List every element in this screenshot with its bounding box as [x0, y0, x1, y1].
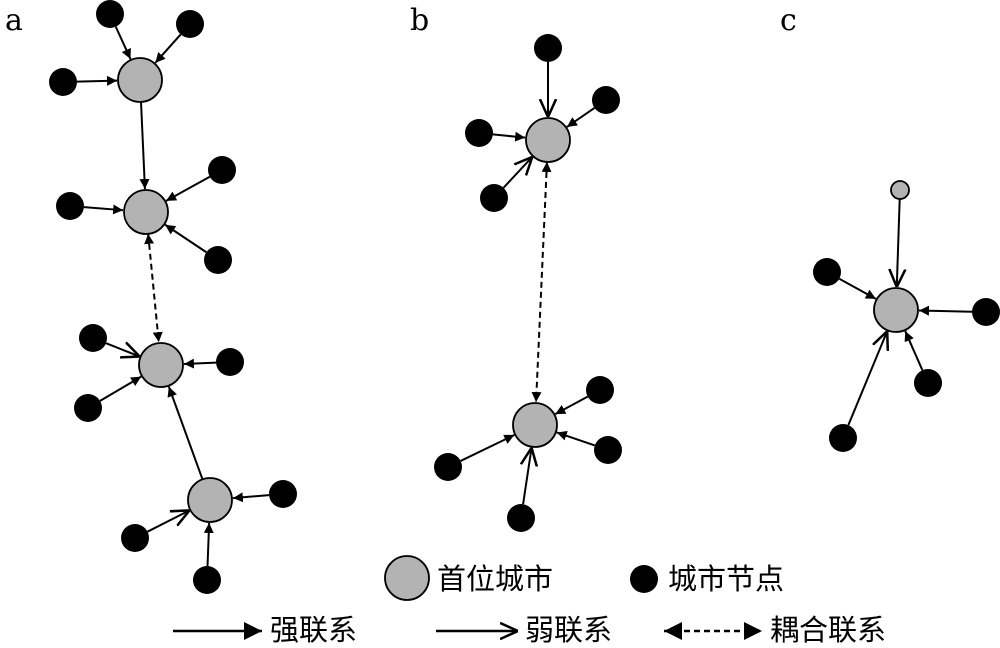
- city-node: [829, 424, 857, 452]
- nodes-layer: [49, 0, 1000, 594]
- legend-primary-city-symbol: [384, 555, 430, 601]
- city-node: [121, 524, 149, 552]
- primary-city: [187, 477, 233, 523]
- city-node: [74, 394, 102, 422]
- panel-label-c: c: [780, 3, 797, 38]
- legend-city-node-label: 城市节点: [668, 562, 785, 596]
- weak-link-edge: [897, 198, 900, 287]
- strong-link-edge: [164, 223, 207, 254]
- legend-coupling-link-label: 耦合联系: [770, 613, 887, 647]
- strong-link-edge: [83, 204, 124, 215]
- city-node: [269, 480, 297, 508]
- coupling-link-edge: [144, 233, 163, 343]
- city-node: [813, 258, 841, 286]
- city-node: [216, 348, 244, 376]
- edges-layer: [76, 26, 973, 567]
- city-node: [79, 324, 107, 352]
- city-node: [49, 68, 77, 96]
- legend-primary-city-label: 首位城市: [437, 562, 554, 596]
- strong-link-edge: [183, 358, 217, 369]
- city-node: [594, 436, 622, 464]
- legend-weak-link-label: 弱联系: [525, 613, 613, 647]
- panel-label-a: a: [5, 3, 23, 38]
- strong-link-edge: [76, 75, 118, 86]
- strong-link-edge: [492, 131, 526, 142]
- city-node: [914, 369, 942, 397]
- city-node: [208, 156, 236, 184]
- city-node: [534, 34, 562, 62]
- legend-city-node-symbol: [630, 565, 658, 593]
- city-node: [465, 119, 493, 147]
- weak-link-edge: [147, 510, 189, 533]
- city-node: [176, 10, 204, 38]
- city-node: [56, 192, 84, 220]
- strong-link-edge: [918, 305, 973, 316]
- primary-city: [525, 117, 571, 163]
- strong-link-edge: [99, 375, 142, 402]
- panel-label-b: b: [410, 3, 430, 38]
- primary-city: [117, 57, 163, 103]
- legend-symbols: [173, 555, 762, 640]
- city-node: [507, 504, 535, 532]
- city-node: [204, 246, 232, 274]
- city-node: [96, 0, 124, 28]
- strong-link-edge: [838, 277, 877, 300]
- city-node: [586, 376, 614, 404]
- weak-link-edge: [523, 448, 531, 505]
- small-primary-city: [890, 180, 910, 200]
- strong-link-edge: [460, 434, 515, 462]
- primary-city: [873, 287, 919, 333]
- strong-link-edge: [139, 101, 150, 190]
- city-node: [434, 453, 462, 481]
- weak-link-edge: [847, 331, 887, 426]
- strong-link-edge: [232, 492, 270, 503]
- city-node: [193, 566, 221, 594]
- strong-link-edge: [566, 107, 596, 128]
- city-node: [592, 86, 620, 114]
- strong-link-edge: [904, 330, 924, 371]
- strong-link-edge: [165, 175, 211, 202]
- strong-link-edge: [154, 33, 182, 64]
- city-node: [480, 184, 508, 212]
- strong-link-edge: [167, 386, 204, 480]
- strong-link-edge: [114, 26, 132, 60]
- coupling-link-edge: [531, 161, 552, 403]
- primary-city: [138, 342, 184, 388]
- weak-link-edge: [105, 343, 140, 356]
- primary-city: [512, 402, 558, 448]
- primary-city: [123, 189, 169, 235]
- legend-strong-link-label: 强联系: [270, 613, 358, 647]
- strong-link-edge: [203, 522, 214, 567]
- strong-link-edge: [554, 395, 589, 415]
- city-node: [972, 298, 1000, 326]
- strong-link-edge: [556, 430, 596, 447]
- weak-link-edge: [502, 157, 533, 189]
